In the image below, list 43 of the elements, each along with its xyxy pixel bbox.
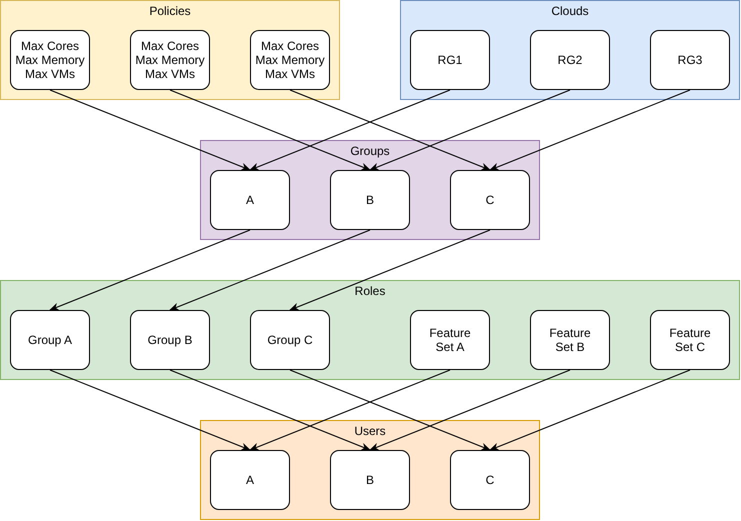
group-band bbox=[0, 0, 340, 100]
arrow bbox=[169, 230, 370, 310]
rounded-box: C bbox=[450, 450, 530, 510]
rounded-box: Feature Set C bbox=[650, 310, 730, 370]
rounded-box: RG2 bbox=[530, 30, 610, 90]
arrow bbox=[489, 90, 690, 170]
arrow bbox=[170, 90, 371, 170]
arrow bbox=[489, 370, 690, 450]
group-band bbox=[0, 280, 740, 380]
arrow bbox=[50, 90, 251, 170]
arrow bbox=[49, 230, 250, 310]
rounded-box: B bbox=[330, 170, 410, 230]
rounded-box: A bbox=[210, 170, 290, 230]
band-title: Groups bbox=[349, 144, 391, 158]
band-title: Policies bbox=[148, 4, 192, 18]
arrow bbox=[170, 370, 371, 450]
rounded-box: Group C bbox=[250, 310, 330, 370]
group-band bbox=[400, 0, 740, 100]
arrow bbox=[249, 370, 450, 450]
rounded-box: Max Cores Max Memory Max VMs bbox=[10, 30, 90, 90]
arrow bbox=[290, 90, 491, 170]
rounded-box: Group A bbox=[10, 310, 90, 370]
rounded-box: A bbox=[210, 450, 290, 510]
rounded-box: Feature Set A bbox=[410, 310, 490, 370]
arrow bbox=[290, 370, 491, 450]
rounded-box: Feature Set B bbox=[530, 310, 610, 370]
rounded-box: Group B bbox=[130, 310, 210, 370]
arrow bbox=[249, 90, 450, 170]
rounded-box: RG3 bbox=[650, 30, 730, 90]
group-band bbox=[200, 140, 540, 240]
rounded-box: Max Cores Max Memory Max VMs bbox=[250, 30, 330, 90]
band-title: Clouds bbox=[550, 4, 590, 18]
arrow bbox=[50, 370, 251, 450]
rounded-box: RG1 bbox=[410, 30, 490, 90]
arrow bbox=[369, 370, 570, 450]
rounded-box: Max Cores Max Memory Max VMs bbox=[130, 30, 210, 90]
group-band bbox=[200, 420, 540, 520]
arrow bbox=[289, 230, 490, 310]
rounded-box: B bbox=[330, 450, 410, 510]
arrow bbox=[369, 90, 570, 170]
band-title: Roles bbox=[354, 284, 386, 298]
rounded-box: C bbox=[450, 170, 530, 230]
band-title: Users bbox=[353, 424, 387, 438]
